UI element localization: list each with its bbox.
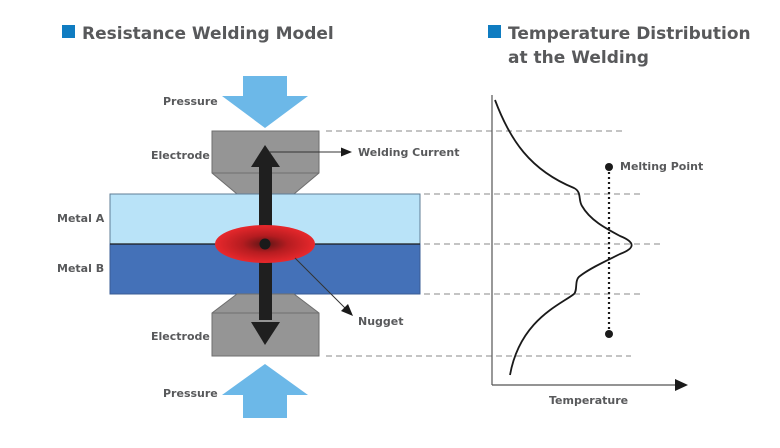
metal-b-label: Metal B <box>57 262 105 275</box>
guide-lines <box>326 130 662 357</box>
temperature-curve <box>494 99 633 376</box>
right-panel-title-line1: Temperature Distribution <box>508 24 751 44</box>
pressure-top-label: Pressure <box>163 95 218 108</box>
nugget-pointer-arrow-icon <box>341 304 353 316</box>
pressure-arrow-up-icon <box>222 364 308 418</box>
pressure-arrow-down-icon <box>222 76 308 128</box>
right-panel-title-line2: at the Welding <box>508 48 649 68</box>
nugget-label: Nugget <box>358 315 404 328</box>
metal-a-label: Metal A <box>57 212 105 225</box>
nugget-center-dot <box>259 238 271 250</box>
melting-point-top-dot <box>605 163 613 171</box>
electrode-top-label: Electrode <box>151 149 210 162</box>
melting-point-label: Melting Point <box>620 160 704 173</box>
left-panel-title: Resistance Welding Model <box>62 22 334 46</box>
x-axis-label: Temperature <box>549 394 629 407</box>
welding-current-label: Welding Current <box>358 146 460 159</box>
electrode-bottom-label: Electrode <box>151 330 210 343</box>
title-square-icon <box>488 25 501 38</box>
nugget-pointer-line <box>294 257 349 312</box>
welding-current-pointer-arrow-icon <box>341 147 352 157</box>
current-arrow-up-icon <box>251 145 280 167</box>
pressure-bottom-label: Pressure <box>163 387 218 400</box>
right-panel-title: Temperature Distribution at the Welding <box>488 22 751 70</box>
left-panel-title-text: Resistance Welding Model <box>82 24 334 44</box>
x-axis-arrow-icon <box>675 379 688 391</box>
melting-point-bottom-dot <box>605 330 613 338</box>
current-arrow-down-icon <box>251 322 280 345</box>
title-square-icon <box>62 25 75 38</box>
